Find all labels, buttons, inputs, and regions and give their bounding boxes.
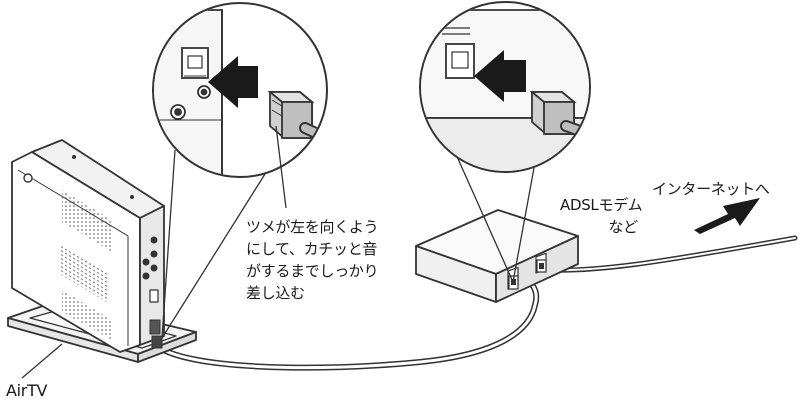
- note-line: がするまでしっかり: [246, 262, 379, 280]
- modem-label-line: など: [608, 218, 638, 236]
- note-line: ツメが左を向くよう: [246, 218, 379, 236]
- internet-arrow-icon: [694, 198, 760, 234]
- internet-cable: [543, 235, 798, 273]
- airtv-leader-line: [21, 343, 63, 379]
- note-line: 差し込む: [246, 284, 305, 302]
- insert-arrow-icon: [474, 50, 526, 102]
- note-line: にして、カチッと音: [246, 240, 378, 258]
- zoom-leader-left-a: [161, 149, 176, 339]
- zoom-circle-modem-port: [419, 1, 591, 173]
- connection-note: ツメが左を向くよう にして、カチッと音 がするまでしっかり 差し込む: [246, 216, 379, 304]
- adsl-modem: [415, 209, 579, 303]
- modem-label: ADSLモデム など: [560, 194, 643, 238]
- insert-arrow-icon: [208, 56, 258, 108]
- zoom-leader-left-b: [161, 165, 271, 339]
- internet-label: インターネットへ: [652, 180, 770, 198]
- vent-grid-lower: [62, 290, 112, 340]
- zoom-leader-right-b: [512, 167, 535, 283]
- note-pointer-line: [275, 125, 287, 209]
- vent-grid-upper: [62, 190, 112, 252]
- device-label: AirTV: [6, 381, 48, 400]
- modem-label-line: ADSLモデム: [560, 196, 643, 214]
- zoom-circle-airtv-port: [152, 2, 328, 178]
